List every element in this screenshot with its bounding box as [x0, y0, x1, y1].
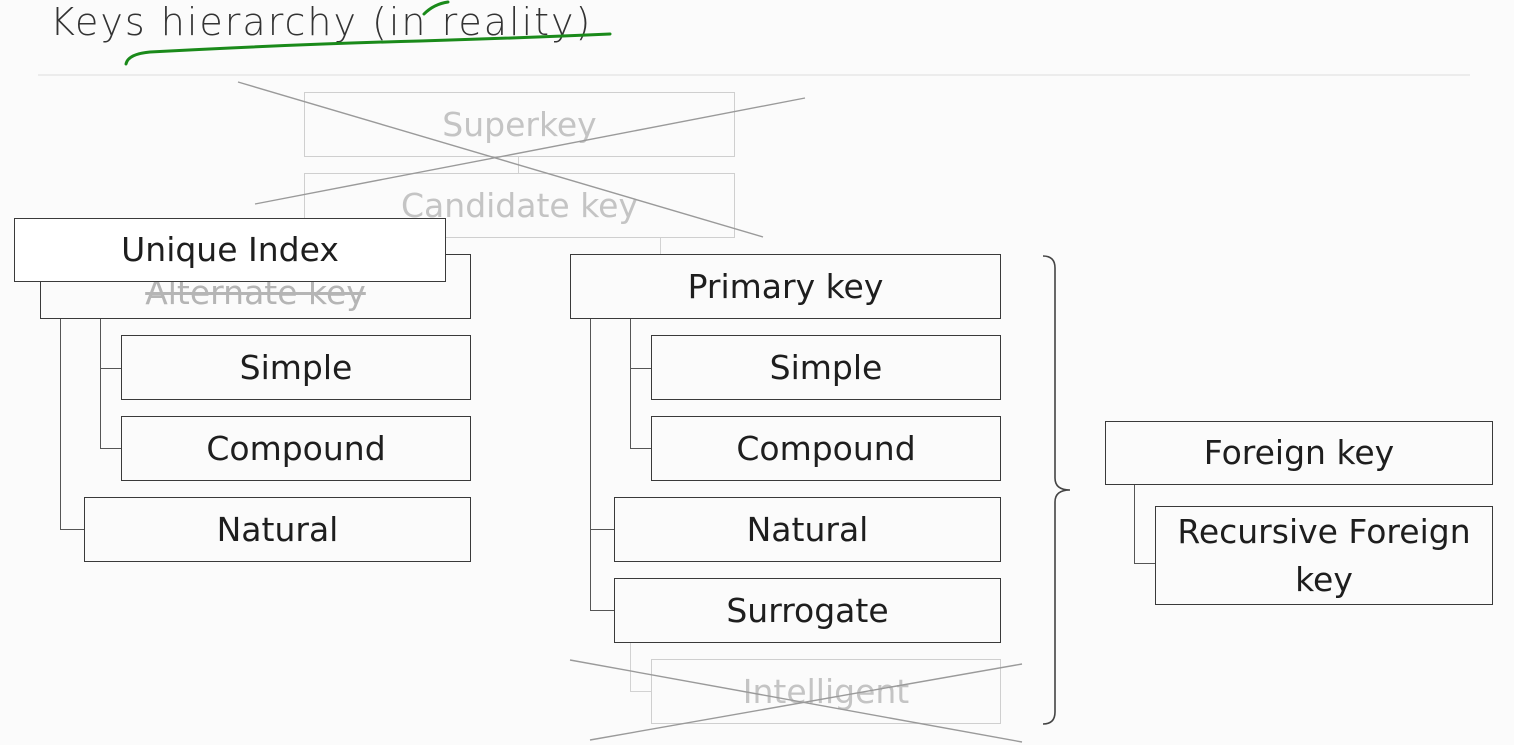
title-underline-rule	[38, 74, 1470, 76]
superkey-box: Superkey	[304, 92, 735, 157]
alt-compound-box: Compound	[121, 416, 471, 481]
connector-alt-natural	[60, 529, 85, 530]
pk-surrogate-box: Surrogate	[614, 578, 1001, 643]
connector-fk-trunk	[1134, 484, 1135, 564]
primary-key-box: Primary key	[570, 254, 1001, 319]
pk-compound-box: Compound	[651, 416, 1001, 481]
connector-alt-compound	[100, 448, 122, 449]
connector-candidate-primary	[660, 238, 661, 255]
connector-superkey-candidate	[518, 156, 519, 174]
connector-alt-simple	[100, 368, 122, 369]
pk-natural-box: Natural	[614, 497, 1001, 562]
connector-pk-simple	[630, 368, 652, 369]
foreign-key-box: Foreign key	[1105, 421, 1493, 485]
connector-pk-compound	[630, 448, 652, 449]
connector-alt-trunk	[60, 318, 61, 530]
connector-intelligent-h	[630, 691, 652, 692]
connector-alt-sub-trunk	[100, 318, 101, 448]
pk-simple-box: Simple	[651, 335, 1001, 400]
recursive-foreign-key-box: Recursive Foreign key	[1155, 506, 1493, 605]
pk-intelligent-box: Intelligent	[651, 659, 1001, 724]
alt-simple-box: Simple	[121, 335, 471, 400]
right-curly-brace	[1042, 255, 1071, 725]
connector-pk-surrogate	[590, 610, 615, 611]
connector-pk-sub-trunk	[630, 318, 631, 448]
connector-pk-natural	[590, 529, 615, 530]
connector-surrogate-intelligent	[630, 643, 631, 691]
connector-pk-trunk	[590, 318, 591, 611]
slide-title: Keys hierarchy (in reality)	[50, 0, 593, 44]
alt-natural-box: Natural	[84, 497, 471, 562]
unique-index-box: Unique Index	[14, 218, 446, 282]
connector-fk-recursive	[1134, 563, 1156, 564]
